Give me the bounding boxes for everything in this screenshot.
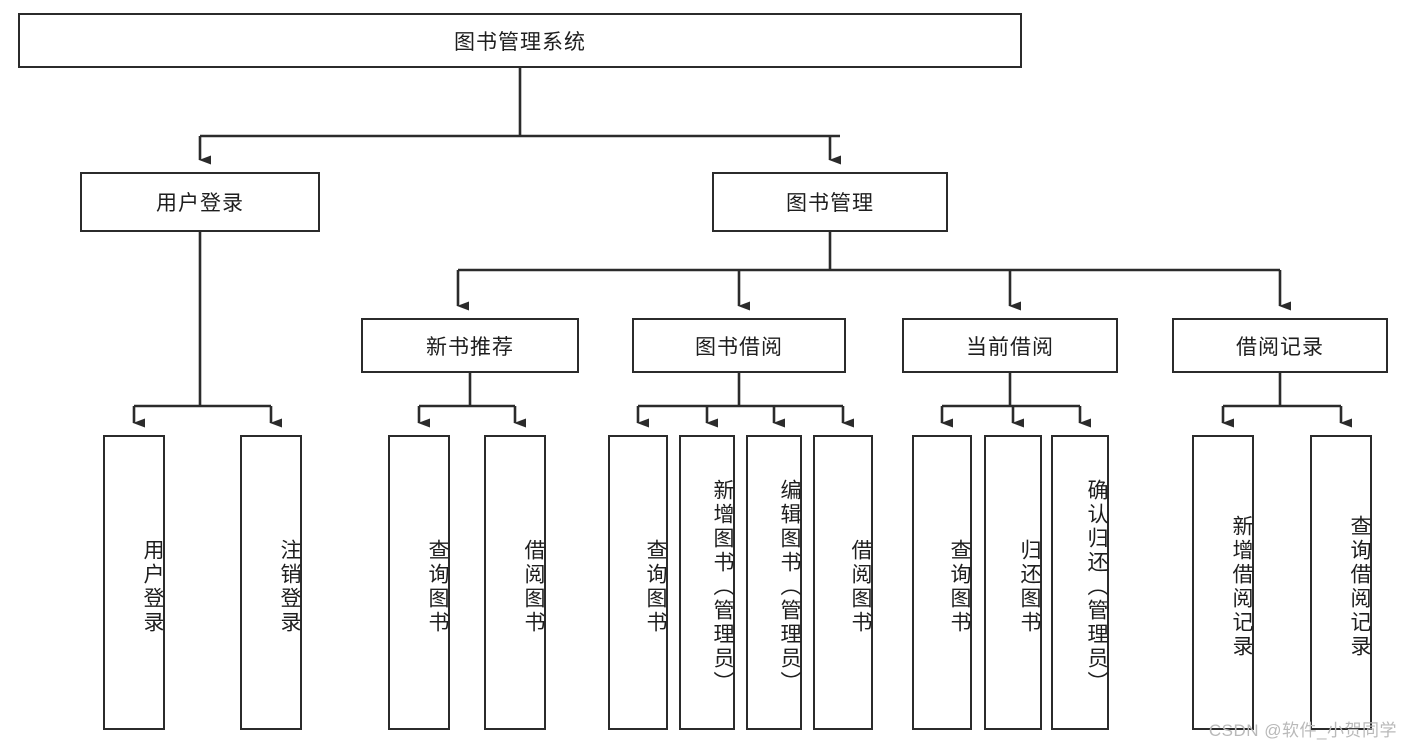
node-label: 用户登录 — [156, 192, 244, 215]
node-label: 确认归还（管理员） — [1085, 478, 1108, 695]
node-book-manage[interactable]: 图书管理 — [712, 172, 948, 232]
node-leaf-user-logout[interactable]: 注销登录 — [240, 435, 302, 730]
node-label: 新书推荐 — [426, 335, 514, 359]
node-leaf-add-borrow-record[interactable]: 新增借阅记录 — [1192, 435, 1254, 730]
node-label: 借阅图书 — [522, 538, 545, 635]
node-label: 用户登录 — [141, 538, 164, 635]
node-leaf-confirm-return-admin[interactable]: 确认归还（管理员） — [1051, 435, 1109, 730]
node-label: 查询图书 — [426, 538, 449, 635]
node-label: 新增图书（管理员） — [711, 478, 734, 695]
node-new-book-recommend[interactable]: 新书推荐 — [361, 318, 579, 373]
node-leaf-user-login[interactable]: 用户登录 — [103, 435, 165, 730]
node-label: 归还图书 — [1018, 538, 1041, 635]
node-leaf-query-book-borrow[interactable]: 查询图书 — [608, 435, 668, 730]
node-label: 查询借阅记录 — [1348, 514, 1371, 659]
node-label: 图书管理系统 — [454, 30, 586, 54]
node-label: 借阅图书 — [849, 538, 872, 635]
node-leaf-borrow-book-borrow[interactable]: 借阅图书 — [813, 435, 873, 730]
node-label: 借阅记录 — [1236, 335, 1324, 359]
node-leaf-add-book-admin[interactable]: 新增图书（管理员） — [679, 435, 735, 730]
node-leaf-query-book-current[interactable]: 查询图书 — [912, 435, 972, 730]
node-label: 图书管理 — [786, 192, 874, 215]
node-label: 编辑图书（管理员） — [778, 478, 801, 695]
node-borrow-record[interactable]: 借阅记录 — [1172, 318, 1388, 373]
node-leaf-return-book[interactable]: 归还图书 — [984, 435, 1042, 730]
node-leaf-borrow-book-rec[interactable]: 借阅图书 — [484, 435, 546, 730]
watermark-text: CSDN @软件_小贺同学 — [1208, 721, 1397, 740]
node-root-system[interactable]: 图书管理系统 — [18, 13, 1022, 68]
node-current-borrow[interactable]: 当前借阅 — [902, 318, 1118, 373]
node-book-borrow[interactable]: 图书借阅 — [632, 318, 846, 373]
node-label: 新增借阅记录 — [1230, 514, 1253, 659]
node-leaf-edit-book-admin[interactable]: 编辑图书（管理员） — [746, 435, 802, 730]
node-leaf-query-borrow-record[interactable]: 查询借阅记录 — [1310, 435, 1372, 730]
node-label: 注销登录 — [278, 538, 301, 635]
node-label: 图书借阅 — [695, 335, 783, 359]
node-label: 查询图书 — [644, 538, 667, 635]
node-label: 当前借阅 — [966, 335, 1054, 359]
node-label: 查询图书 — [948, 538, 971, 635]
node-leaf-query-book-rec[interactable]: 查询图书 — [388, 435, 450, 730]
node-user-login[interactable]: 用户登录 — [80, 172, 320, 232]
